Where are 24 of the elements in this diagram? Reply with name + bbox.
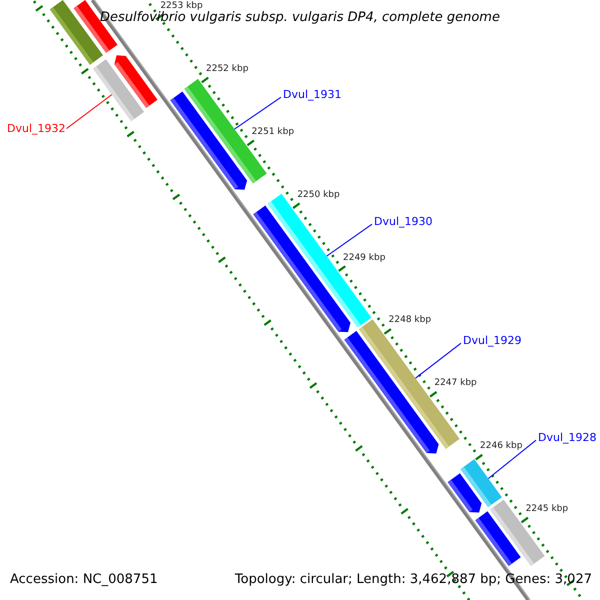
leader-line: [415, 342, 462, 379]
leader-line: [234, 96, 282, 130]
scale-label: 2245 kbp: [526, 504, 568, 515]
scale-label: 2249 kbp: [343, 252, 386, 264]
scale-label: 2251 kbp: [252, 126, 294, 138]
gene-label: Dvul_1929: [463, 334, 522, 348]
scale-label: 2247 kbp: [434, 378, 477, 390]
scale-label: 2252 kbp: [206, 64, 248, 75]
map-title: Desulfovibrio vulgaris subsp. vulgaris DP4, complete genome: [100, 10, 500, 26]
scale-label: 2248 kbp: [388, 315, 432, 326]
leader-line: [326, 224, 372, 257]
gene-bar: [114, 55, 158, 108]
scale-label: 2250 kbp: [297, 190, 340, 201]
accession-text: Accession: NC_008751: [10, 572, 158, 588]
genome-info-text: Topology: circular; Length: 3,462,887 bp; Genes: 3,027: [234, 572, 592, 588]
scale-label: 2253 kbp: [160, 1, 203, 12]
gene-label: Dvul_1932: [7, 122, 66, 136]
leader-line: [488, 440, 536, 479]
gene-bar: [460, 459, 502, 508]
gene-label: Dvul_1928: [538, 431, 597, 444]
gene-label: Dvul_1930: [374, 215, 433, 228]
scale-label: 2246 kbp: [480, 441, 522, 452]
leader-line: [66, 94, 112, 130]
gene-label: Dvul_1931: [283, 88, 342, 102]
